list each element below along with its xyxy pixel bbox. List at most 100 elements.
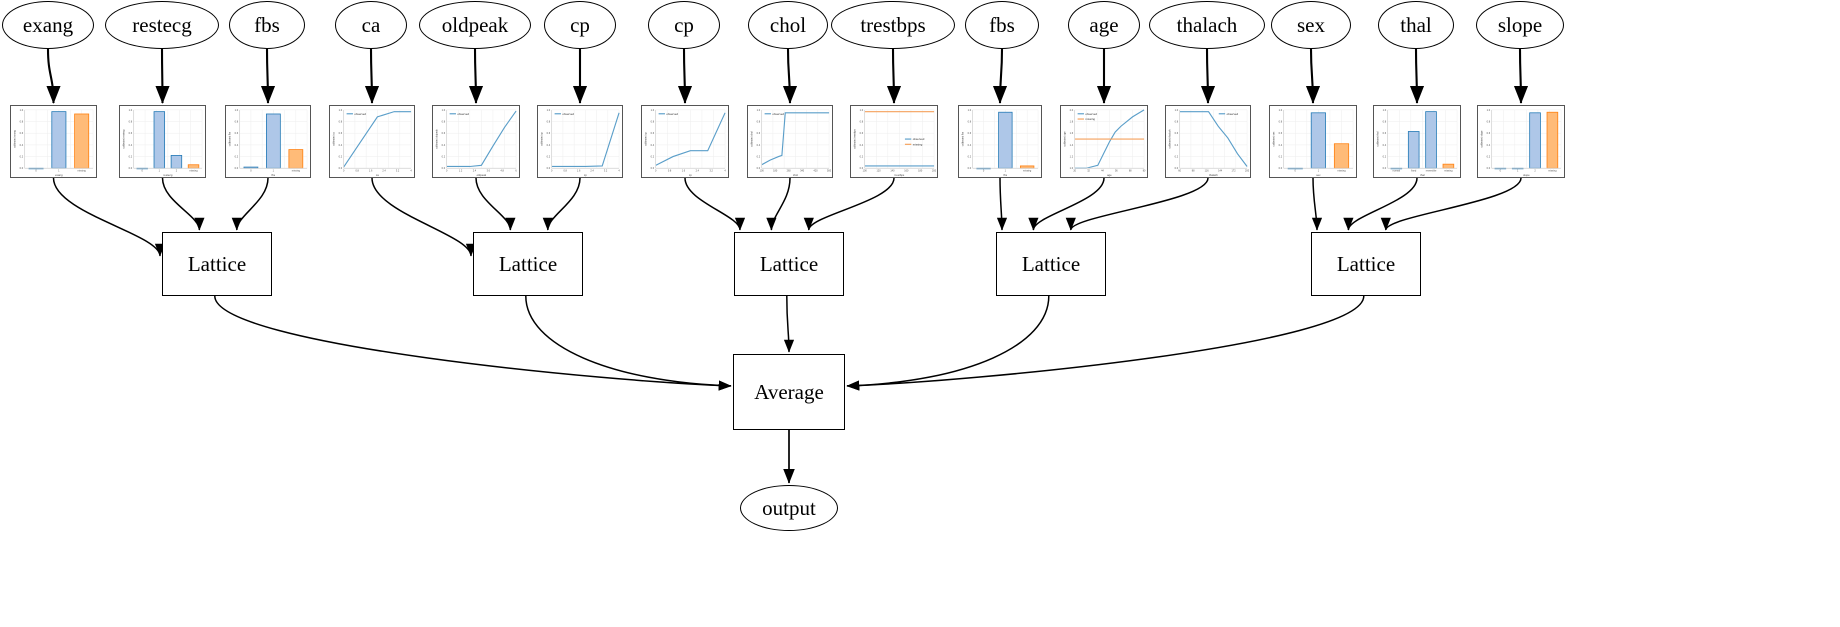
plot-axes	[761, 109, 830, 169]
plot-gridlines	[551, 109, 620, 169]
plot-xlabel: slope	[1523, 173, 1530, 177]
svg-text:1.0: 1.0	[339, 109, 343, 112]
feature-node-cp[interactable]: cp	[648, 1, 720, 49]
plot-xlabel: oldpeak	[477, 173, 487, 177]
svg-text:0.8: 0.8	[235, 121, 239, 124]
svg-text:1.6: 1.6	[577, 170, 581, 173]
svg-text:500: 500	[827, 170, 832, 173]
feature-node-fbs[interactable]: fbs	[229, 1, 305, 49]
svg-text:56: 56	[1115, 170, 1118, 173]
edge-plot-to-lattice-0-1	[161, 177, 205, 231]
svg-text:0: 0	[983, 170, 985, 173]
edge-plot-to-lattice-4-2	[1380, 177, 1522, 231]
feature-node-ca[interactable]: ca	[335, 1, 407, 49]
svg-text:0.8: 0.8	[668, 170, 672, 173]
lattice-node-2[interactable]: Lattice	[473, 232, 583, 296]
plot-legend: observed	[658, 112, 678, 116]
svg-text:0.2: 0.2	[860, 156, 864, 159]
svg-text:observed: observed	[457, 112, 469, 116]
svg-text:0.4: 0.4	[1487, 144, 1491, 147]
svg-text:2.4: 2.4	[382, 170, 386, 173]
lattice-node-3[interactable]: Lattice	[734, 232, 844, 296]
edge-feature-to-plot-slope	[1513, 48, 1529, 104]
output-node-label: output	[762, 495, 816, 520]
feature-node-exang[interactable]: exang	[2, 1, 94, 49]
svg-text:0.0: 0.0	[547, 167, 551, 170]
feature-node-oldpeak[interactable]: oldpeak	[419, 1, 531, 49]
feature-node-sex[interactable]: sex	[1271, 1, 1351, 49]
plot-axes	[655, 109, 726, 169]
plot-xlabel: cp	[584, 174, 587, 177]
plot-ylabel: calibrated oldpeak	[435, 128, 438, 148]
plot-xlabel: fbs	[1004, 173, 1008, 177]
plot-xlabel: trestbps	[895, 173, 905, 177]
plot-ylabel: calibrated trestbps	[853, 128, 856, 149]
feature-node-slope[interactable]: slope	[1476, 1, 1564, 49]
plot-xlabel: thalach	[1209, 173, 1218, 177]
svg-text:reversible: reversible	[1426, 170, 1437, 173]
lattice-node-4[interactable]: Lattice	[996, 232, 1106, 296]
feature-node-thalach[interactable]: thalach	[1149, 1, 1265, 49]
feature-node-label: fbs	[254, 12, 280, 37]
feature-node-fbs[interactable]: fbs	[965, 1, 1039, 49]
svg-text:missing: missing	[1337, 170, 1346, 173]
svg-text:0.8: 0.8	[1487, 121, 1491, 124]
svg-text:0.6: 0.6	[339, 132, 343, 135]
feature-node-thal[interactable]: thal	[1378, 1, 1454, 49]
svg-text:0.4: 0.4	[547, 144, 551, 147]
svg-text:0.8: 0.8	[339, 121, 343, 124]
plot-axes	[1179, 109, 1248, 169]
feature-node-label: cp	[570, 12, 590, 37]
plot-axes	[1491, 109, 1562, 169]
svg-text:1.6: 1.6	[369, 170, 373, 173]
plot-ytick-labels: 0.00.20.40.60.81.0	[757, 109, 761, 170]
svg-text:60: 60	[1178, 170, 1181, 173]
svg-text:observed: observed	[772, 112, 784, 116]
feature-node-label: fbs	[989, 12, 1015, 37]
feature-node-restecg[interactable]: restecg	[105, 1, 219, 49]
lattice-node-1[interactable]: Lattice	[162, 232, 272, 296]
svg-text:observed: observed	[562, 112, 574, 116]
output-node[interactable]: output	[740, 485, 838, 531]
feature-node-chol[interactable]: chol	[748, 1, 828, 49]
feature-node-trestbps[interactable]: trestbps	[831, 1, 955, 49]
svg-text:0.8: 0.8	[355, 170, 359, 173]
plot-axes	[446, 109, 517, 169]
plot-axes	[1283, 109, 1354, 169]
average-node[interactable]: Average	[733, 354, 845, 430]
svg-text:172: 172	[1232, 170, 1237, 173]
feature-node-label: age	[1089, 12, 1119, 37]
feature-node-cp[interactable]: cp	[544, 1, 616, 49]
svg-text:0.2: 0.2	[547, 156, 551, 159]
plot-axes	[1387, 109, 1458, 169]
feature-node-age[interactable]: age	[1068, 1, 1140, 49]
svg-text:0: 0	[551, 170, 553, 173]
svg-text:0.8: 0.8	[757, 121, 761, 124]
lattice-node-5[interactable]: Lattice	[1311, 232, 1421, 296]
svg-text:20: 20	[1073, 170, 1076, 173]
svg-text:0.0: 0.0	[1383, 167, 1387, 170]
svg-text:0.4: 0.4	[339, 144, 343, 147]
